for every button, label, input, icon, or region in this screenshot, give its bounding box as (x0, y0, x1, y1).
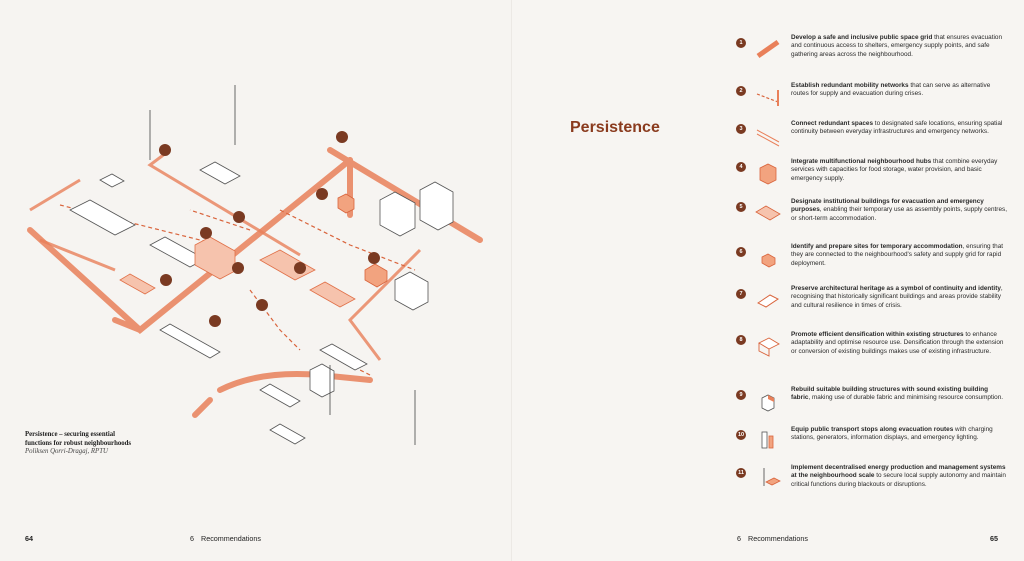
item-text-bold: Implement decentralised energy productio… (791, 464, 1006, 480)
item-text: Designate institutional buildings for ev… (791, 198, 1007, 223)
recommendation-item: 7 Preserve architectural heritage as a sy… (736, 285, 1006, 325)
recommendation-item: 3 Connect redundant spaces to designated … (736, 120, 1006, 160)
recommendation-item: 10 Equip public transport stops along eva… (736, 426, 1006, 466)
item-text-rest: , recognising that historically signific… (791, 285, 1003, 309)
institutional-buildings-icon (754, 200, 782, 226)
section-number-left: 6 (190, 534, 194, 543)
temporary-accommodation-icon (754, 245, 782, 271)
rebuild-structure-icon (754, 388, 782, 414)
section-number-right: 6 (737, 534, 741, 543)
mobility-network-icon (754, 84, 782, 110)
item-number-badge: 9 (736, 390, 746, 400)
item-number-badge: 1 (736, 38, 746, 48)
item-text-bold: Preserve architectural heritage as a sym… (791, 285, 1001, 292)
recommendation-item: 8 Promote efficient densification within … (736, 331, 1006, 371)
item-text: Integrate multifunctional neighbourhood … (791, 158, 1007, 183)
item-text-rest: , making use of durable fabric and minim… (808, 394, 1004, 402)
recommendation-item: 4 Integrate multifunctional neighbourhood… (736, 158, 1006, 198)
figure-caption: Persistence – securing essential functio… (25, 431, 245, 457)
page-number-left: 64 (25, 534, 33, 543)
item-text: Promote efficient densification within e… (791, 331, 1007, 356)
section-label-right: Recommendations (748, 534, 808, 543)
item-number-badge: 6 (736, 247, 746, 257)
item-text: Connect redundant spaces to designated s… (791, 120, 1007, 137)
item-text-bold: Promote efficient densification within e… (791, 331, 964, 338)
item-text-bold: Connect redundant spaces (791, 120, 874, 127)
item-text-rest: , enabling their temporary use as assemb… (791, 206, 1007, 222)
item-text: Rebuild suitable building structures wit… (791, 386, 1007, 403)
item-text-bold: Rebuild suitable building structures wit… (791, 386, 989, 402)
caption-title-line2: functions for robust neighbourhoods (25, 439, 132, 447)
section-label-left: Recommendations (201, 534, 261, 543)
caption-title: Persistence – securing essential (25, 431, 116, 438)
left-page: Persistence – securing essential functio… (25, 85, 483, 543)
item-text-rest: that can serve as alternative routes for… (791, 82, 991, 98)
recommendation-item: 1 Develop a safe and inclusive public spa… (736, 34, 1006, 74)
item-text-bold: Integrate multifunctional neighbourhood … (791, 158, 932, 165)
item-text-bold: Designate institutional buildings for ev… (791, 198, 984, 214)
item-text: Develop a safe and inclusive public spac… (791, 34, 1007, 59)
item-text: Establish redundant mobility networks th… (791, 82, 1007, 99)
page-number-right: 65 (990, 534, 998, 543)
item-text-rest: to enhance adaptability and optimise res… (791, 331, 1004, 355)
item-text: Preserve architectural heritage as a sym… (791, 285, 1007, 310)
isometric-neighbourhood-map (27, 85, 483, 445)
recommendation-item: 2 Establish redundant mobility networks t… (736, 82, 1006, 122)
recommendation-item: 6 Identify and prepare sites for temporar… (736, 243, 1006, 283)
recommendation-item: 5 Designate institutional buildings for e… (736, 198, 1007, 238)
item-number-badge: 2 (736, 86, 746, 96)
right-page (512, 0, 1024, 561)
item-number-badge: 8 (736, 335, 746, 345)
wind-turbine-icon (754, 466, 782, 492)
item-number-badge: 5 (736, 202, 746, 212)
item-text-rest: that combine everyday services with capa… (791, 158, 998, 182)
item-number-badge: 10 (736, 430, 746, 440)
page-title: Persistence (570, 119, 660, 136)
public-space-grid-icon (754, 36, 782, 62)
recommendation-item: 9 Rebuild suitable building structures wi… (736, 386, 1006, 426)
item-text-bold: Establish redundant mobility networks (791, 82, 909, 89)
item-text: Equip public transport stops along evacu… (791, 426, 1007, 443)
item-text: Implement decentralised energy productio… (791, 464, 1007, 489)
item-number-badge: 7 (736, 289, 746, 299)
hub-building-icon (754, 160, 782, 186)
item-text-rest: to designated safe locations, ensuring s… (791, 120, 1003, 136)
heritage-building-icon (754, 287, 782, 313)
item-text-bold: Develop a safe and inclusive public spac… (791, 34, 933, 41)
item-text-bold: Identify and prepare sites for temporary… (791, 243, 963, 250)
item-number-badge: 11 (736, 468, 746, 478)
item-text: Identify and prepare sites for temporary… (791, 243, 1007, 268)
densification-icon (754, 333, 782, 359)
item-number-badge: 4 (736, 162, 746, 172)
item-text-rest: , ensuring that they are connected to th… (791, 243, 1004, 267)
transport-stop-icon (754, 428, 782, 454)
item-text-rest: to secure local supply autonomy and main… (791, 472, 1006, 488)
item-number-badge: 3 (736, 124, 746, 134)
item-text-bold: Equip public transport stops along evacu… (791, 426, 954, 433)
item-text-rest: that ensures evacuation and continuous a… (791, 34, 1002, 58)
item-text-rest: with charging stations, generators, info… (791, 426, 993, 442)
recommendation-item: 11 Implement decentralised energy product… (736, 464, 1006, 504)
connected-spaces-icon (754, 122, 782, 148)
caption-credit: Poliksen Qorri-Dragaj, RPTU (25, 448, 108, 455)
